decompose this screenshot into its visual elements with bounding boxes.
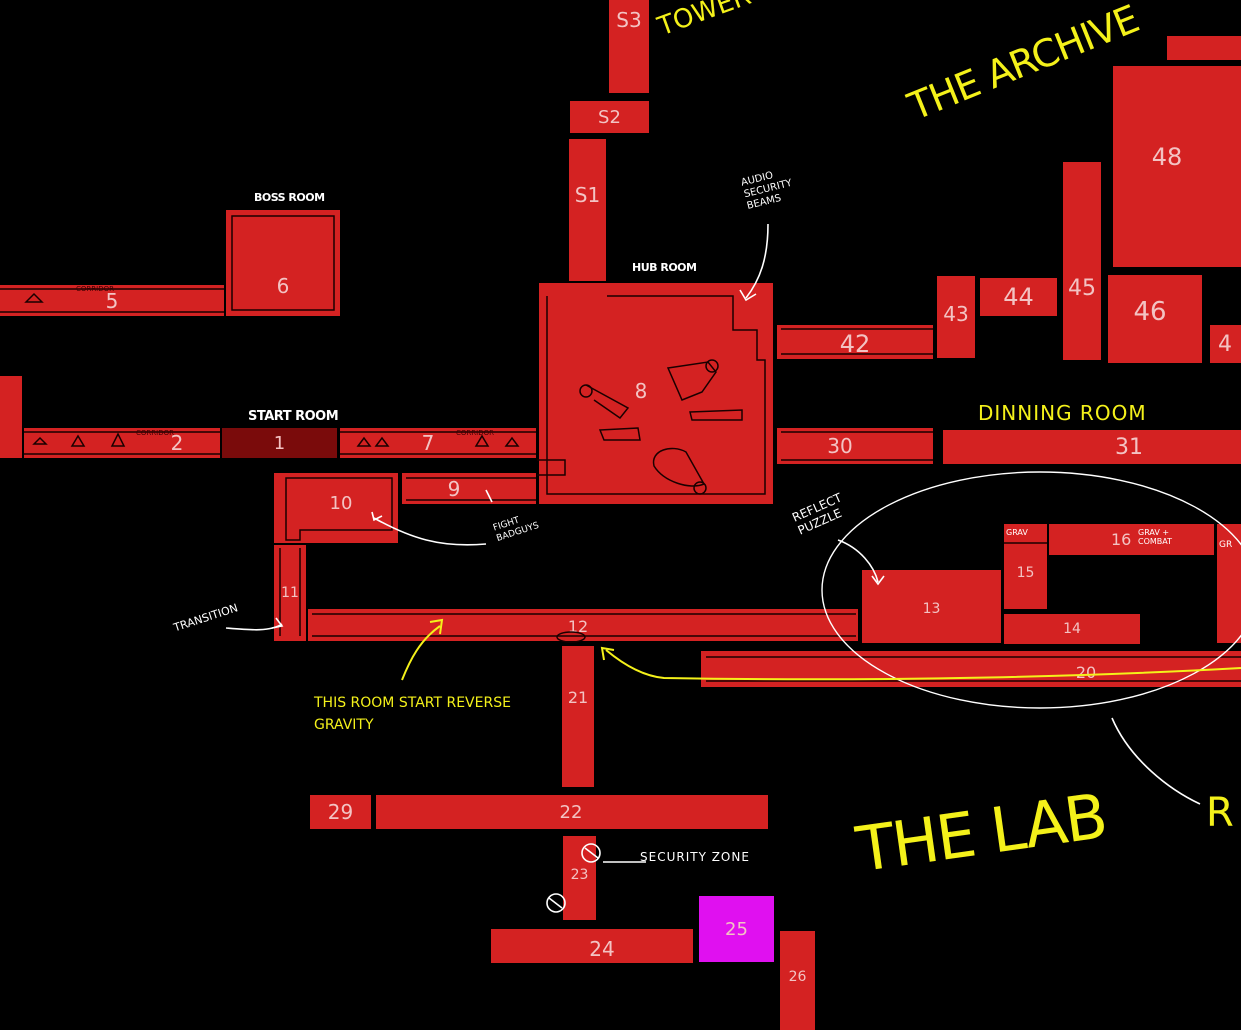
room-10-label: 10: [329, 493, 353, 514]
audio-security-beams-label: AUDIO SECURITY BEAMS: [740, 170, 794, 212]
room-1-start: 1: [222, 428, 337, 458]
room-46: 46: [1108, 275, 1202, 363]
room-21-label: 21: [567, 688, 589, 707]
room-20: 20: [701, 651, 1241, 687]
room-7-label: 7: [421, 431, 435, 455]
tower-label: TOWER: [654, 0, 755, 43]
room-s1: S1: [569, 139, 606, 281]
room-left-stub: [0, 376, 22, 458]
start-room-label: START ROOM: [248, 409, 339, 424]
room-4x-cut: 4: [1210, 325, 1241, 363]
room-s2: S2: [570, 101, 649, 133]
room-top-right: [1167, 36, 1241, 60]
reverse-gravity-label: THIS ROOM START REVERSE GRAVITY: [314, 695, 511, 733]
room-11: 11: [274, 545, 306, 641]
room-2-label: 2: [170, 431, 184, 455]
room-12: 12: [308, 609, 858, 641]
room-6-label: 6: [276, 274, 290, 298]
the-lab-label: THE LAB: [852, 779, 1111, 887]
hub-room-label: HUB ROOM: [632, 261, 697, 274]
room-48-label: 48: [1151, 142, 1183, 171]
transition-label: TRANSITION: [172, 601, 240, 635]
room-43-label: 43: [943, 302, 969, 326]
room-23-label: 23: [570, 867, 589, 883]
room-10: 10: [274, 473, 398, 543]
room-30-label: 30: [827, 434, 853, 458]
room-25-label: 25: [725, 918, 748, 940]
room-8-hub: 8: [539, 283, 773, 504]
room-44-label: 44: [1003, 283, 1034, 311]
room-11-label: 11: [281, 585, 299, 601]
room-31-label: 31: [1115, 434, 1143, 460]
room-22: 22: [376, 795, 768, 829]
room-13: 13: [862, 570, 1001, 643]
gr-label: GR: [1219, 540, 1233, 550]
room-24-label: 24: [589, 937, 615, 961]
room-9: 9: [402, 473, 536, 504]
room-21: 21: [562, 646, 594, 787]
boss-room-label: BOSS ROOM: [254, 191, 325, 204]
room-4x-label: 4: [1218, 331, 1232, 357]
room-s3: S3: [609, 0, 649, 93]
room-26-label: 26: [788, 968, 807, 985]
room-20-label: 20: [1075, 662, 1097, 682]
reflect-puzzle-label: REFLECT PUZZLE: [790, 490, 844, 538]
room-9-label: 9: [447, 476, 461, 501]
room-13-label: 13: [922, 600, 941, 617]
room-7: 7: [340, 428, 536, 458]
room-30: 30: [777, 428, 933, 464]
room-6: 6: [226, 210, 340, 316]
room-24: 24: [491, 929, 693, 963]
room-43: 43: [937, 276, 975, 358]
fight-badguys-label: FIGHT BADGUYS: [492, 515, 541, 544]
room-45-label: 45: [1068, 276, 1096, 301]
room-44: 44: [980, 278, 1057, 316]
room-26: 26: [780, 931, 815, 1030]
room-42: 42: [777, 325, 933, 359]
room-29: 29: [310, 795, 371, 829]
corridor-label-7: CORRIDOR: [456, 429, 494, 437]
room-31: 31: [943, 430, 1241, 464]
room-s2-label: S2: [598, 106, 621, 128]
room-12-label: 12: [567, 617, 589, 636]
room-25: 25: [699, 896, 774, 962]
corridor-label-5: CORRIDOR: [76, 285, 114, 293]
room-s1-label: S1: [574, 183, 601, 207]
room-1-label: 1: [273, 432, 286, 454]
room-14: 14: [1004, 614, 1140, 644]
room-14-label: 14: [1063, 621, 1081, 637]
room-46-label: 46: [1133, 297, 1167, 327]
corridor-label-2: CORRIDOR: [136, 429, 174, 437]
r-cut-label: R: [1206, 790, 1234, 836]
room-22-label: 22: [559, 801, 583, 823]
room-s3-label: S3: [616, 8, 642, 32]
room-42-label: 42: [839, 330, 871, 358]
security-zone-label: SECURITY ZONE: [640, 850, 750, 864]
room-23: 23: [563, 836, 596, 920]
dinning-room-label: DINNING ROOM: [978, 401, 1147, 425]
grav-combat-label: GRAV + COMBAT: [1138, 528, 1173, 546]
room-2: 2: [24, 428, 220, 458]
room-48: 48: [1113, 66, 1241, 267]
room-45: 45: [1063, 162, 1101, 360]
the-archive-label: THE ARCHIVE: [902, 0, 1145, 129]
grav-label: GRAV: [1006, 528, 1028, 537]
room-29-label: 29: [327, 800, 354, 824]
room-8-label: 8: [634, 379, 648, 403]
